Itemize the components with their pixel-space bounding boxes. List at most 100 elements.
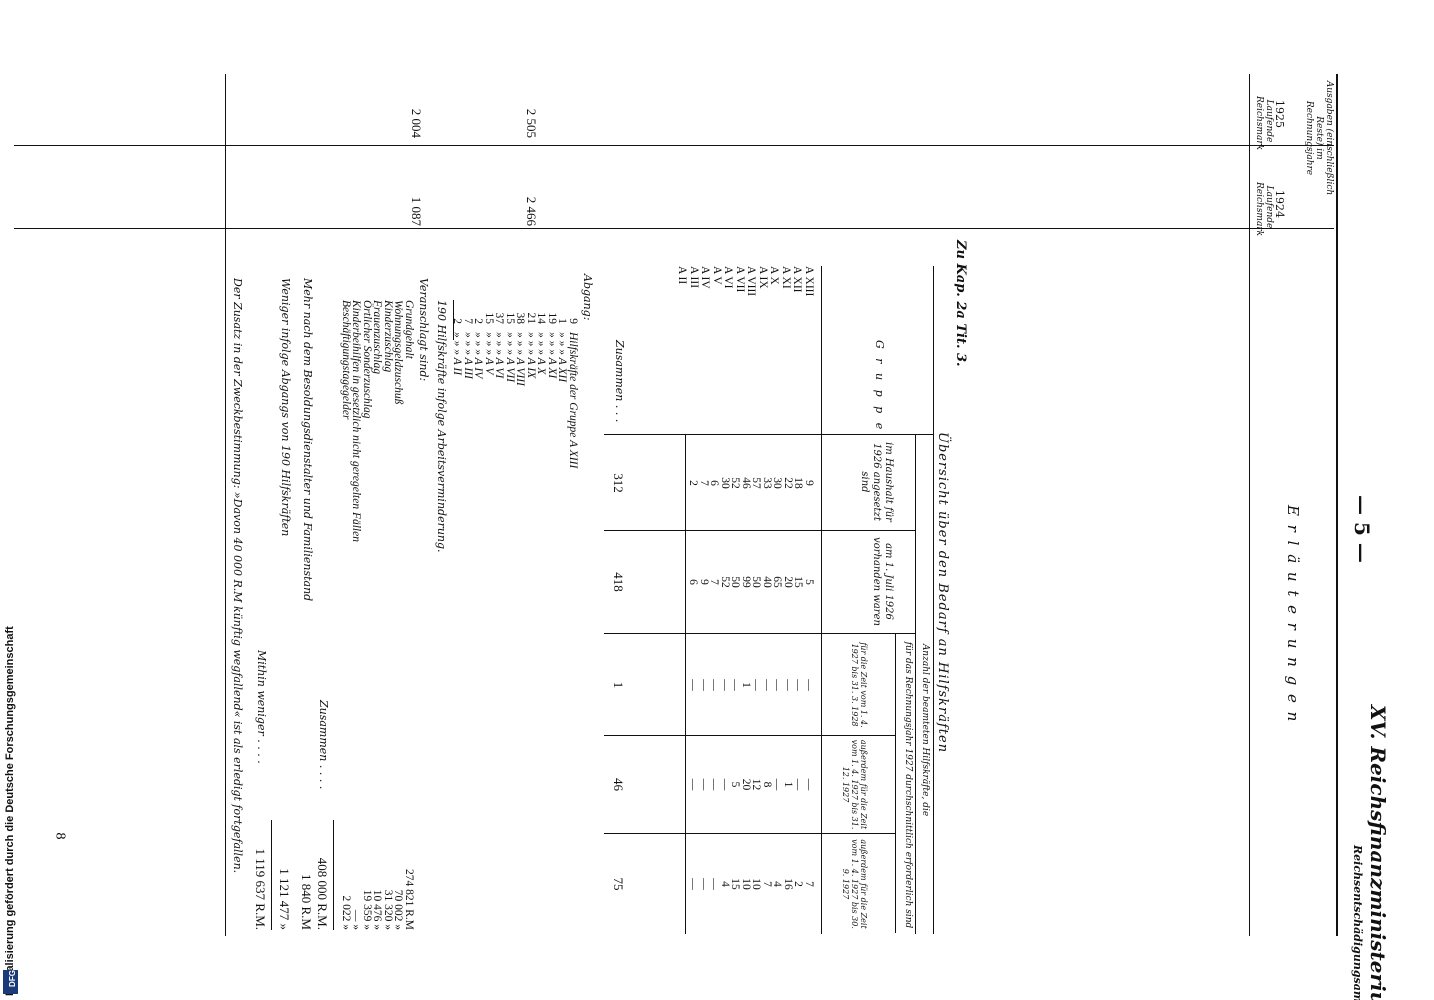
abgang-row: 15 » » » A VII: [504, 300, 516, 600]
vorhanden-cell: 15: [792, 576, 805, 588]
group-cell: A IX: [757, 266, 769, 289]
group-cell: A II: [676, 266, 689, 285]
zusammen-label: Zusammen . . . .: [317, 700, 330, 790]
abgang-row: 19» » » A XI: [546, 300, 558, 600]
total-col-c: 75: [611, 877, 626, 891]
abgang-row: 2» » » A IV: [473, 300, 485, 600]
group-cell: A X: [768, 266, 781, 285]
abgang-sum: 190 Hilfskräfte infolge Arbeitsverminder…: [435, 300, 448, 553]
abgang-row: 37» » » A VI: [494, 300, 506, 600]
left-col-divider-1: [14, 145, 1334, 146]
group-cell: A VIII: [745, 266, 758, 297]
haushalt-cell: 2: [687, 480, 700, 486]
col-c-cell: 10: [750, 878, 763, 890]
col-a-cell: 1: [740, 682, 752, 688]
veranschlagt-value: 70 002 »: [392, 889, 405, 930]
col-a-cell: —: [708, 679, 721, 691]
abgang-text: » » » A VII: [504, 332, 516, 383]
vorhanden-cell: 7: [708, 579, 721, 585]
col-b-cell: —: [698, 778, 710, 791]
top-rule: [1336, 74, 1338, 936]
col-a-cell: —: [771, 679, 784, 691]
haushalt-cell: 46: [740, 477, 752, 489]
col-c-header: außerdem für die Zeit vom 1. 4. 1927 bis…: [841, 839, 868, 929]
veranschlagt-label: Örtlicher Sonderzuschlag: [361, 300, 373, 419]
veranschlagt-label: Frauenzuschlag: [371, 300, 384, 375]
abgang-text: » » » A XI: [546, 332, 558, 379]
group-cell: A VII: [734, 266, 746, 293]
col-a-header: für die Zeit vom 1. 4. 1927 bis 31. 3. 1…: [850, 642, 868, 728]
table-col-divider-4: [604, 735, 896, 736]
veranschlagt-value: 274 821 R.M: [403, 868, 415, 930]
col-a-cell: —: [719, 679, 731, 691]
unit-1925-label: Laufende Reichsmark: [1254, 96, 1274, 151]
mithin-rule: [271, 820, 272, 930]
bottom-rule: [225, 74, 226, 936]
vorhanden-cell: 40: [761, 576, 773, 588]
total-vorhanden: 418: [611, 572, 626, 592]
abgang-text: » » » A X: [535, 332, 548, 375]
abgang-text: » » » A III: [462, 332, 474, 379]
chapter-heading: Zu Kap. 2a Tit. 3.: [953, 240, 968, 367]
col-c-cell: —: [698, 878, 710, 890]
left-columns-rule: [1249, 74, 1250, 936]
abgang-text: Hilfskräfte der Gruppe A XIII: [567, 332, 579, 469]
row2-1924-value: 1 087: [409, 196, 424, 226]
abgang-count: 14: [535, 312, 548, 325]
col-b-cell: 20: [740, 778, 752, 791]
subgroup-header: für das Rechnungsjahr 1927 durchschnittl…: [903, 641, 913, 929]
col-b-cell: —: [771, 778, 784, 791]
col-vorhanden-header: am 1. Juli 1926 vorhanden waren: [871, 537, 894, 626]
total-col-b: 46: [611, 778, 626, 791]
digitization-sidebar: Digitalisierung gefördert durch die Deut…: [0, 0, 22, 1000]
haushalt-cell: 18: [792, 477, 805, 489]
haushalt-cell: 9: [803, 480, 815, 486]
abgang-text: » » » A IX: [525, 332, 537, 379]
col-b-cell: —: [687, 778, 700, 791]
group-cell: A XII: [791, 266, 804, 293]
vorhanden-cell: 50: [750, 576, 763, 588]
abgang-count: 7: [462, 318, 474, 324]
abgang-text: » » » A VIII: [514, 332, 527, 386]
group-cell: A XI: [780, 266, 792, 289]
abgang-count: 15: [504, 312, 516, 325]
col-group-header: G r u p p e: [873, 340, 886, 433]
abgang-row: 7 » » » A III: [462, 300, 474, 600]
col-b-cell: 8: [761, 781, 773, 788]
col-a-cell: —: [729, 679, 742, 691]
left-columns-header: Ausgaben (einschließlich Reste) im Rechn…: [1304, 80, 1334, 196]
weniger-label: Weniger infolge Abgangs von 190 Hilfskrä…: [279, 278, 292, 537]
col-b-cell: —: [803, 778, 815, 791]
table-top-rule: [933, 266, 934, 934]
overview-title: Übersicht über den Bedarf an Hilfskräfte…: [935, 432, 950, 754]
col-a-cell: —: [698, 679, 710, 691]
col-c-cell: 4: [719, 881, 731, 887]
abgang-row: 1» » » A XII: [557, 300, 569, 600]
zusammen-value: 408 000 R.M.: [315, 857, 330, 930]
mithin-label: Mithin weniger . . . .: [255, 650, 268, 764]
vorhanden-cell: 9: [698, 579, 710, 585]
col-c-cell: —: [687, 878, 700, 890]
abgang-row: 21» » » A IX: [525, 300, 537, 600]
table-total-label: Zusammen . . .: [613, 340, 626, 423]
col-c-cell: 2: [792, 881, 805, 887]
table-col-divider-1: [604, 434, 934, 435]
col-b-cell: —: [792, 778, 805, 791]
col-a-cell: —: [687, 679, 700, 691]
col-a-cell: —: [803, 679, 815, 691]
group-header-rule: [915, 434, 916, 934]
col-haushalt-header: im Haushalt für 1926 angesetzt sind: [859, 442, 894, 522]
col-a-cell: —: [761, 679, 773, 691]
vorhanden-cell: 52: [719, 576, 731, 588]
